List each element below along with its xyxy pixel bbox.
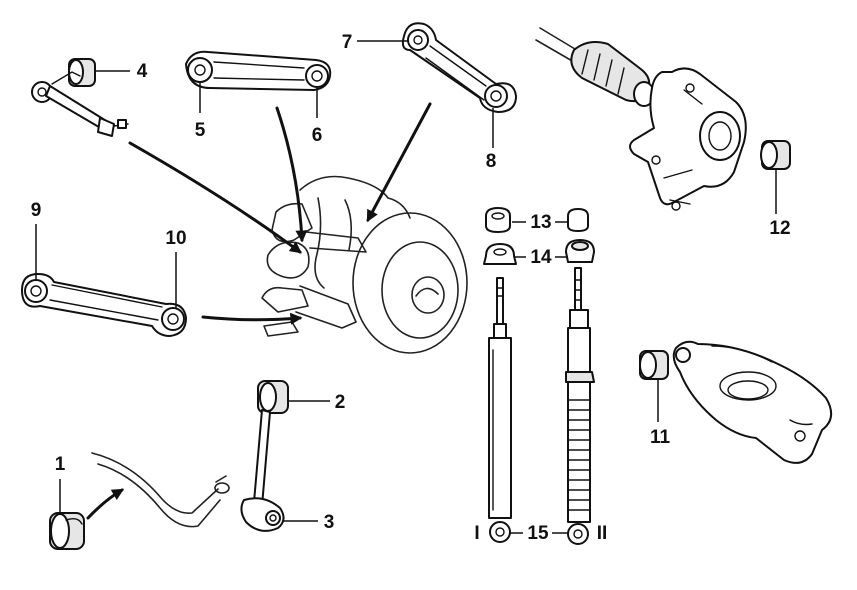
callout-5: 5 — [195, 120, 206, 141]
callout-15: 15 — [527, 523, 549, 544]
callout-2: 2 — [335, 392, 346, 413]
part-13-mount-right — [567, 208, 589, 232]
variant-label-right: II — [597, 523, 608, 544]
part-14-mount-right — [565, 239, 595, 263]
leader-lines — [35, 40, 777, 534]
shock-absorber-II — [565, 267, 595, 545]
drive-shaft-boot — [535, 27, 655, 107]
callout-10: 10 — [165, 228, 186, 249]
callout-1: 1 — [55, 454, 66, 475]
part-13-mount-left — [485, 207, 511, 233]
callout-14: 14 — [530, 247, 552, 268]
callout-11: 11 — [650, 427, 671, 448]
callout-7: 7 — [342, 32, 353, 53]
pointer-arrows — [86, 102, 432, 520]
callout-13: 13 — [530, 212, 551, 233]
callout-3: 3 — [324, 512, 335, 533]
wheel-carrier-knuckle — [629, 67, 747, 211]
lower-wishbone — [672, 340, 833, 464]
part-2-3-coupling-rod — [240, 380, 289, 532]
part-11-bushing — [639, 350, 669, 380]
part-7-8-camber-arm — [401, 22, 517, 113]
variant-label-left: I — [474, 523, 479, 544]
callout-8: 8 — [486, 151, 497, 172]
part-14-mount-left — [483, 243, 517, 265]
part-5-6-upper-control-arm — [185, 50, 332, 91]
part-1-stabilizer-bushing — [49, 512, 85, 550]
part-4-bushing — [68, 58, 96, 87]
part-4-link-rod — [31, 71, 129, 137]
callout-9: 9 — [31, 200, 42, 221]
callout-4: 4 — [137, 61, 148, 82]
hub-assembly-sketch — [261, 175, 468, 354]
part-9-10-lower-arm — [21, 273, 187, 337]
stabilizer-bar-sketch — [91, 452, 230, 528]
callout-6: 6 — [312, 125, 323, 146]
part-12-bushing — [760, 140, 791, 170]
shock-absorber-I — [488, 277, 512, 543]
callout-12: 12 — [769, 218, 790, 239]
callout-labels: 1 2 3 4 5 6 7 8 9 10 11 12 13 14 15 I II — [31, 32, 791, 544]
